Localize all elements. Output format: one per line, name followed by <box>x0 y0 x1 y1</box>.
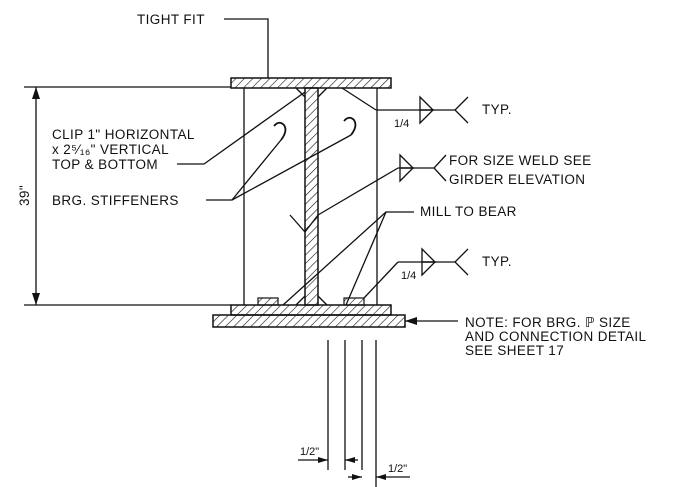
clip-line-2: x 2⁵⁄₁₆" VERTICAL <box>52 142 169 157</box>
weld-top-leader <box>341 87 377 111</box>
weld-mid-line-2: GIRDER ELEVATION <box>449 172 585 187</box>
tight-fit-callout: TIGHT FIT <box>137 12 269 78</box>
note-line-3: SEE SHEET 17 <box>465 343 564 358</box>
note-line-1: NOTE: FOR BRG. ℙ SIZE <box>465 315 631 330</box>
clip-leader <box>177 91 306 165</box>
weld-top-fillet <box>419 95 435 111</box>
weld-top-tail <box>454 96 469 124</box>
weld-top-note: TYP. <box>482 102 512 117</box>
weld-bot-fillet-lower <box>421 261 437 277</box>
mill-to-bear-label: MILL TO BEAR <box>420 204 517 219</box>
clip-bottom-right <box>317 295 328 306</box>
bearing-plate <box>212 314 406 328</box>
weld-top-fillet-lower <box>419 109 435 125</box>
clip-top-left <box>295 87 306 98</box>
mill-to-bear-callout: MILL TO BEAR <box>282 204 517 306</box>
mill-leader <box>345 211 414 306</box>
weld-mid-fillet-lower <box>399 167 415 183</box>
weld-bot-fillet <box>421 247 437 263</box>
clip-top-right <box>317 87 328 98</box>
weld-bot-size: 1/4 <box>401 270 416 282</box>
dim-arrow-bottom <box>32 293 40 305</box>
height-dimension: 39" <box>17 86 231 306</box>
weld-mid-tail <box>433 154 447 182</box>
weld-symbol-bottom: 1/4 TYP. <box>363 247 512 299</box>
weld-bead-right <box>343 297 365 306</box>
hook-symbol-left <box>273 121 287 141</box>
height-dim-label: 39" <box>17 185 32 206</box>
weld-symbol-top: 1/4 TYP. <box>341 87 512 130</box>
hook-symbol-right <box>343 116 357 136</box>
weld-mid-arrow <box>289 214 319 234</box>
weld-bot-note: TYP. <box>482 254 512 269</box>
brg-stiffeners-callout: BRG. STIFFENERS <box>52 134 352 208</box>
top-flange <box>230 77 392 89</box>
clip-note: CLIP 1" HORIZONTAL x 2⁵⁄₁₆" VERTICAL TOP… <box>52 91 306 172</box>
brg-stiffeners-label: BRG. STIFFENERS <box>52 193 179 208</box>
clip-line-1: CLIP 1" HORIZONTAL <box>52 127 195 142</box>
bearing-plate-note: NOTE: FOR BRG. ℙ SIZE AND CONNECTION DET… <box>405 315 647 358</box>
clip-line-3: TOP & BOTTOM <box>52 157 158 172</box>
weld-bead-left <box>257 297 279 306</box>
weld-top-size: 1/4 <box>394 118 409 130</box>
weld-bot-tail <box>454 248 469 276</box>
mill-leader-2 <box>282 211 387 306</box>
note-arrow <box>405 317 417 325</box>
clip-bottom-left <box>295 295 306 306</box>
offset-dimensions: 1/2" 1/2" <box>298 446 410 480</box>
dim-half-right: 1/2" <box>388 463 407 475</box>
girder-section <box>212 77 406 487</box>
web <box>304 87 319 306</box>
bottom-flange <box>230 304 392 316</box>
dim-arrow-top <box>32 87 40 99</box>
weld-mid-fillet <box>399 153 415 169</box>
brg-leader-right <box>231 134 352 201</box>
weld-symbol-middle: FOR SIZE WELD SEE GIRDER ELEVATION <box>289 153 592 234</box>
tight-fit-leader <box>224 18 269 78</box>
note-line-2: AND CONNECTION DETAIL <box>465 329 647 344</box>
half-dim-right-arrow-a <box>352 474 362 480</box>
dim-half-left: 1/2" <box>300 446 319 458</box>
tight-fit-label: TIGHT FIT <box>137 12 205 27</box>
weld-mid-line-1: FOR SIZE WELD SEE <box>449 153 592 168</box>
weld-mid-leader <box>317 167 399 216</box>
half-dim-left-arrow-a <box>318 457 328 463</box>
weld-bot-leader <box>363 261 399 299</box>
